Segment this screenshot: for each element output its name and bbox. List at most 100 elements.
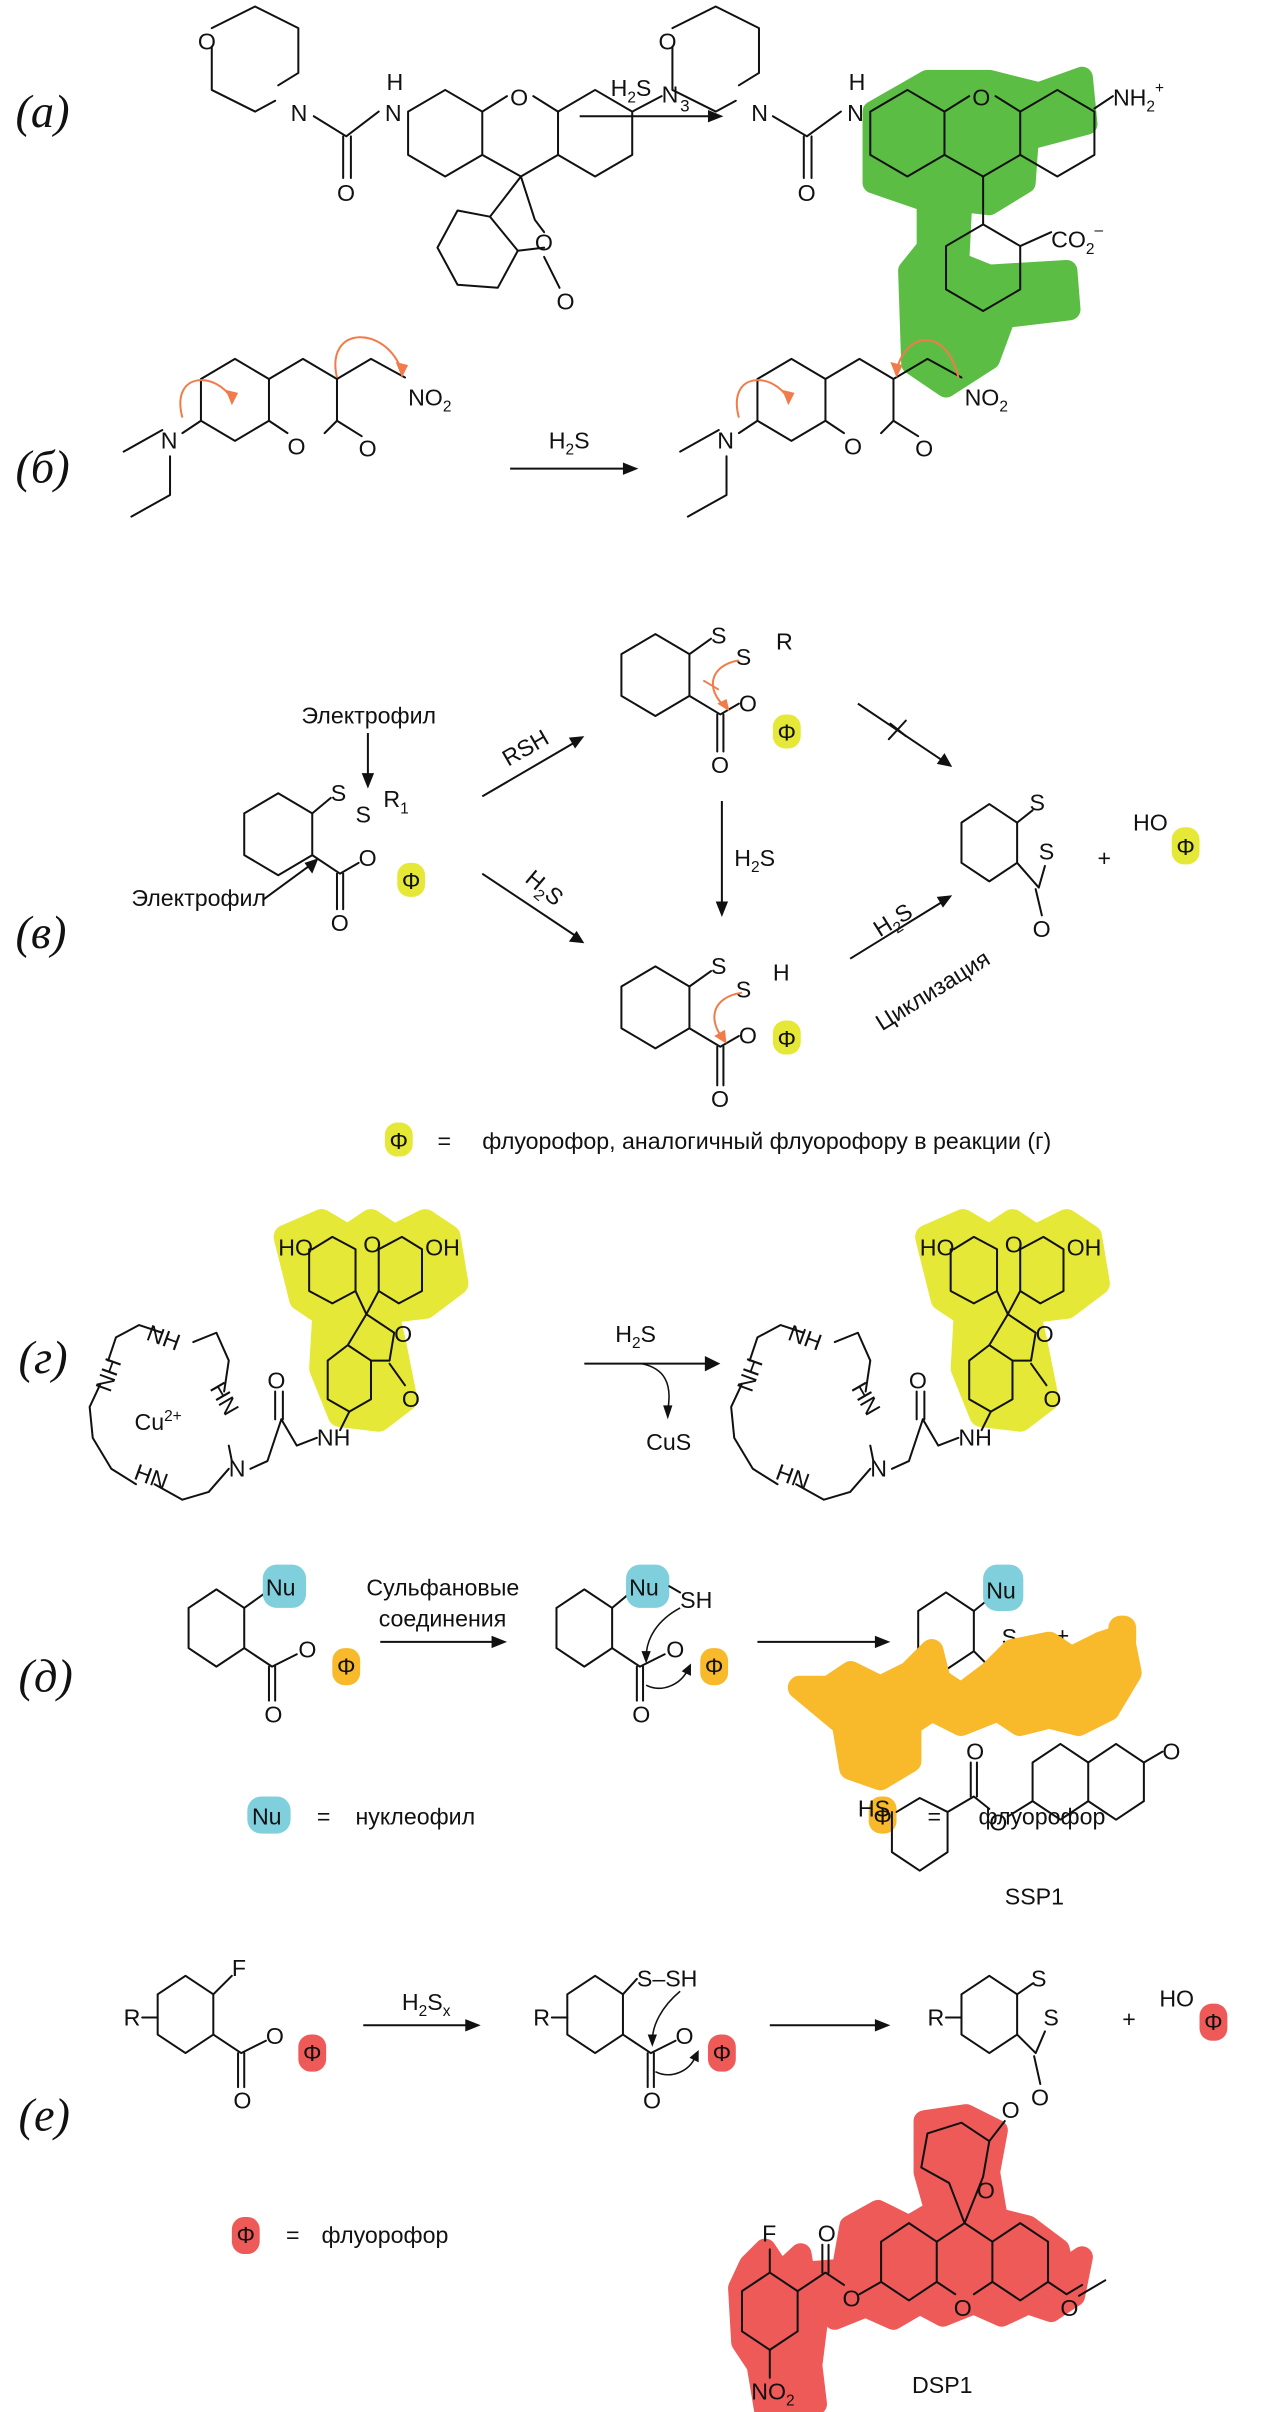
reagent-h2s: H2S bbox=[549, 428, 590, 459]
atom-s-orange: S bbox=[1039, 839, 1054, 865]
legend-nu-text: нуклеофил bbox=[356, 1803, 476, 1829]
reactant-a: O N O H N O N 3 O O bbox=[198, 5, 690, 314]
atom-phi: Φ bbox=[1176, 834, 1195, 860]
curly-arrowhead bbox=[782, 389, 795, 406]
bond bbox=[212, 2033, 267, 2055]
bond bbox=[436, 175, 546, 289]
arrow-line bbox=[481, 741, 576, 798]
bond bbox=[943, 95, 971, 113]
arrow-h2s-diagonal: H2S bbox=[481, 865, 585, 944]
section-b: (б) N O O NO2 H2S N bbox=[15, 336, 1008, 518]
reagent-h2s: H2S bbox=[517, 865, 568, 915]
phi-badge-yellow bbox=[384, 1122, 413, 1157]
phi-badge-orange bbox=[868, 1796, 897, 1834]
bond bbox=[243, 792, 314, 877]
legend-nu-equals: = bbox=[317, 1803, 331, 1829]
phi-badge-red bbox=[231, 2216, 260, 2255]
atom-o: O bbox=[711, 752, 729, 778]
legend-c: Φ = флуорофор, аналогичный флуорофору в … bbox=[384, 1122, 1051, 1157]
curly-arrow bbox=[179, 379, 233, 418]
plus-sign: + bbox=[1098, 845, 1112, 871]
phi-badge-yellow bbox=[772, 714, 801, 749]
bond bbox=[730, 1382, 779, 1486]
atom-o: O bbox=[556, 288, 574, 314]
atom-o: O bbox=[298, 1636, 316, 1662]
bond bbox=[312, 110, 380, 138]
bond bbox=[946, 1795, 991, 1813]
bond bbox=[679, 429, 720, 453]
section-label-e: (д) bbox=[19, 1651, 73, 1702]
bond bbox=[1077, 2279, 1107, 2297]
arrow-line bbox=[849, 900, 944, 960]
atom-nh: NH bbox=[143, 1320, 183, 1356]
section-d: (г) HO OH O O O NH O N bbox=[19, 1209, 1110, 1501]
legend-nu: Nu bbox=[252, 1803, 282, 1829]
atom-hs: HS bbox=[858, 1796, 890, 1822]
atom-o: O bbox=[359, 845, 377, 871]
section-f: (е) R F O O Φ H2Sx R S–SH O bbox=[19, 1955, 1228, 2412]
arrowhead bbox=[568, 930, 585, 944]
compound-dsp1: F O O O O O O NO2 DSP1 bbox=[728, 2097, 1107, 2412]
section-label-f: (е) bbox=[19, 2090, 70, 2141]
section-label-d: (г) bbox=[19, 1333, 68, 1384]
bond bbox=[1016, 2030, 1046, 2055]
bond bbox=[557, 88, 634, 178]
atom-s: S bbox=[711, 622, 726, 648]
atom-o: O bbox=[266, 2023, 284, 2049]
atom-hn: HN bbox=[846, 1378, 885, 1420]
compound-name-ssp1: SSP1 bbox=[1005, 1884, 1064, 1910]
phi-badge-yellow bbox=[397, 862, 426, 897]
reaction-arrow-f2 bbox=[769, 2019, 891, 2032]
curved-byproduct-arrow bbox=[641, 1362, 670, 1411]
atom-f: F bbox=[762, 2221, 776, 2247]
atom-o: O bbox=[359, 435, 377, 461]
atom-o: O bbox=[666, 1636, 684, 1662]
bond bbox=[566, 1974, 624, 2055]
atom-o: O bbox=[977, 2177, 995, 2203]
reagent-h2s: H2S bbox=[869, 898, 920, 946]
bond bbox=[686, 455, 728, 518]
reactant-d: HO OH O O O NH O N NH NH bbox=[88, 1209, 469, 1501]
product-c: S S O + HO Φ bbox=[960, 789, 1200, 942]
atom-o: O bbox=[1031, 2085, 1049, 2111]
highlight-shape bbox=[728, 2104, 1093, 2412]
bond bbox=[921, 1418, 960, 1447]
highlight-shape bbox=[787, 1624, 1142, 1791]
bond bbox=[156, 1974, 215, 2055]
nu-badge-blue bbox=[247, 1796, 291, 1834]
atom-s-orange: S bbox=[736, 976, 751, 1002]
legend-e: Nu = нуклеофил Φ = флуорофор bbox=[247, 1796, 1105, 1834]
bond bbox=[210, 5, 300, 87]
bond bbox=[249, 1418, 283, 1470]
bond bbox=[795, 1467, 872, 1501]
product-f: R S S O + HO Φ bbox=[927, 1966, 1228, 2111]
atom-ho: HO bbox=[278, 1234, 313, 1260]
reactant-b: N O O NO2 bbox=[122, 336, 451, 518]
atom-oh: OH bbox=[1067, 1234, 1102, 1260]
reagent-line1: Сульфановые bbox=[366, 1575, 519, 1601]
bond bbox=[671, 5, 760, 87]
bond bbox=[407, 88, 484, 178]
atom-no2: NO2 bbox=[408, 384, 451, 415]
reaction-arrow-b: H2S bbox=[510, 428, 639, 475]
cross-mark bbox=[889, 722, 907, 738]
atom-h-orange: H bbox=[773, 959, 790, 985]
bond bbox=[88, 1382, 138, 1486]
legend-text: флуорофор bbox=[322, 2222, 449, 2248]
bond bbox=[960, 1974, 1019, 2055]
atom-nh: NH bbox=[732, 1355, 768, 1395]
bond bbox=[122, 429, 164, 453]
bond bbox=[311, 796, 332, 815]
bond bbox=[311, 854, 360, 875]
atom-o: O bbox=[643, 2088, 661, 2114]
curly-arrow bbox=[645, 1669, 689, 1689]
atom-sh: SH bbox=[680, 1587, 712, 1613]
bond bbox=[153, 1467, 230, 1501]
bond bbox=[192, 1331, 230, 1393]
atom-o: O bbox=[1162, 1738, 1180, 1764]
bond bbox=[621, 1977, 638, 1996]
atom-r: R bbox=[124, 2004, 141, 2030]
nu-badge-blue bbox=[626, 1564, 670, 1608]
bond bbox=[555, 1588, 614, 1668]
